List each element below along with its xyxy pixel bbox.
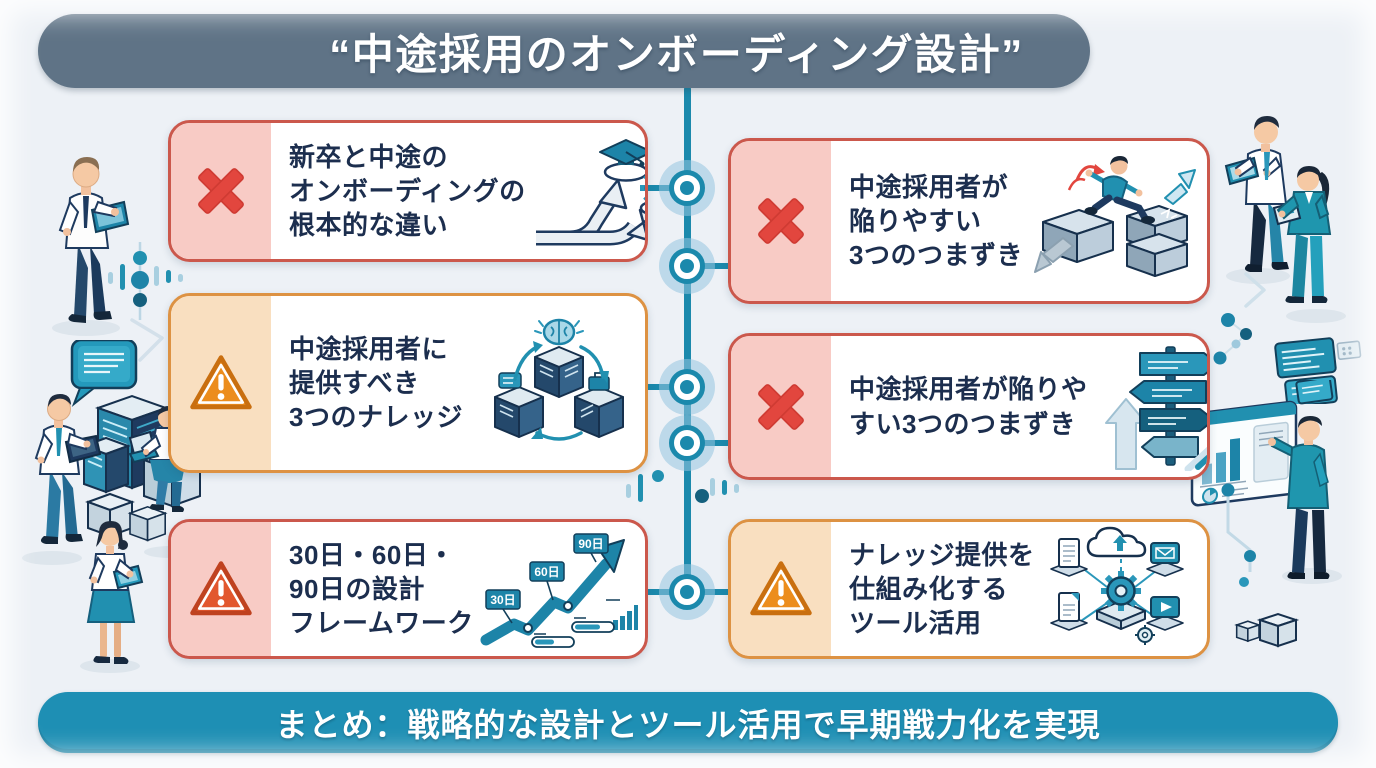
svg-text:90日: 90日: [578, 537, 603, 551]
stumbling-blocks-illustration: [1034, 156, 1196, 277]
illustration-woman-tablet-bottom-left: [80, 521, 144, 673]
card-status-strip: [731, 336, 831, 477]
x-icon: [198, 168, 244, 214]
card-title: 中途採用者が陥りや すい3つのつまずき: [849, 372, 1088, 441]
pulse-wave-decoration-left: [108, 242, 183, 320]
card-status-strip: [731, 141, 831, 301]
timeline-line: [684, 86, 691, 596]
card-title-line: 根本的な違い: [289, 210, 449, 241]
timeline-node: [659, 564, 715, 620]
title-banner: “中途採用のオンボーディング設計”: [38, 14, 1090, 88]
card-title-line: すい3つのつまずき: [849, 408, 1076, 439]
card-title-line: 陥りやすい: [849, 205, 982, 236]
elbow-line-decoration-left: [130, 318, 164, 362]
diverging-career-paths-illustration: [535, 139, 645, 246]
card-title: 中途採用者が 陥りやすい 3つのつまずき: [849, 170, 1029, 273]
warning-icon: [190, 561, 252, 616]
card-title-line: 中途採用者が: [849, 171, 1009, 202]
card-title: 新卒と中途の オンボーディングの 根本的な違い: [289, 140, 526, 243]
card-title-line: 90日の設計: [289, 573, 425, 604]
card-knowledge: 中途採用者に 提供すべき 3つのナレッジ: [168, 293, 648, 473]
card-title-line: フレームワーク: [289, 608, 474, 639]
growth-roadmap-illustration: 30日 60日 90日: [480, 533, 638, 648]
signpost-arrows-illustration: [1104, 345, 1207, 471]
card-title-line: 3つのつまずき: [849, 240, 1023, 271]
illustration-man-tablet-top-left: [52, 157, 130, 336]
card-tools: ナレッジ提供を 仕組み化する ツール活用: [728, 519, 1210, 659]
card-title-line: 3つのナレッジ: [289, 402, 463, 433]
card-title-line: 仕組み化する: [849, 573, 1009, 604]
illustration-presenter-dashboard-bottom-right: [1190, 380, 1342, 648]
card-title-line: 新卒と中途の: [289, 141, 449, 172]
card-title-line: 中途採用者に: [289, 333, 449, 364]
card-title-line: 提供すべき: [289, 367, 420, 398]
card-status-strip: [171, 296, 271, 470]
dotted-path-decoration-right: [1213, 272, 1266, 365]
summary-banner: まとめ：戦略的な設計とツール活用で早期戦力化を実現: [38, 692, 1338, 753]
card-title-line: ナレッジ提供を: [849, 539, 1035, 570]
knowledge-cubes-illustration: [494, 318, 624, 441]
card-title-line: ツール活用: [849, 608, 982, 639]
svg-text:60日: 60日: [534, 565, 559, 579]
svg-text:30日: 30日: [490, 593, 515, 607]
card-status-strip: [171, 522, 271, 656]
card-title: ナレッジ提供を 仕組み化する ツール活用: [849, 538, 1035, 641]
card-title: 30日・60日・ 90日の設計 フレームワーク: [289, 538, 474, 641]
warning-icon: [190, 355, 252, 410]
card-difference: 新卒と中途の オンボーディングの 根本的な違い: [168, 120, 648, 262]
summary-text: まとめ：戦略的な設計とツール活用で早期戦力化を実現: [275, 706, 1101, 743]
timeline-node: [659, 160, 715, 216]
illustration-pair-top-right: [1224, 116, 1362, 404]
card-status-strip: [171, 123, 271, 259]
x-icon: [758, 383, 804, 430]
pulse-wave-decoration-center: [626, 470, 739, 503]
card-framework: 30日・60日・ 90日の設計 フレームワーク 30日 60日 90日: [168, 519, 648, 659]
timeline-node: [659, 359, 715, 415]
card-title: 中途採用者に 提供すべき 3つのナレッジ: [289, 332, 481, 435]
card-title-line: 中途採用者が陥りや: [849, 374, 1088, 405]
warning-icon: [750, 561, 812, 616]
card-stumbles-b: 中途採用者が陥りや すい3つのつまずき: [728, 333, 1210, 480]
page-title: “中途採用のオンボーディング設計”: [329, 30, 1024, 78]
card-stumbles-a: 中途採用者が 陥りやすい 3つのつまずき: [728, 138, 1210, 304]
card-title-line: オンボーディングの: [289, 175, 526, 206]
card-title-line: 30日・60日・: [289, 539, 455, 570]
timeline-node: [659, 415, 715, 471]
tool-network-illustration: [1049, 526, 1184, 645]
x-icon: [758, 198, 804, 244]
card-status-strip: [731, 522, 831, 656]
timeline-node: [659, 238, 715, 294]
